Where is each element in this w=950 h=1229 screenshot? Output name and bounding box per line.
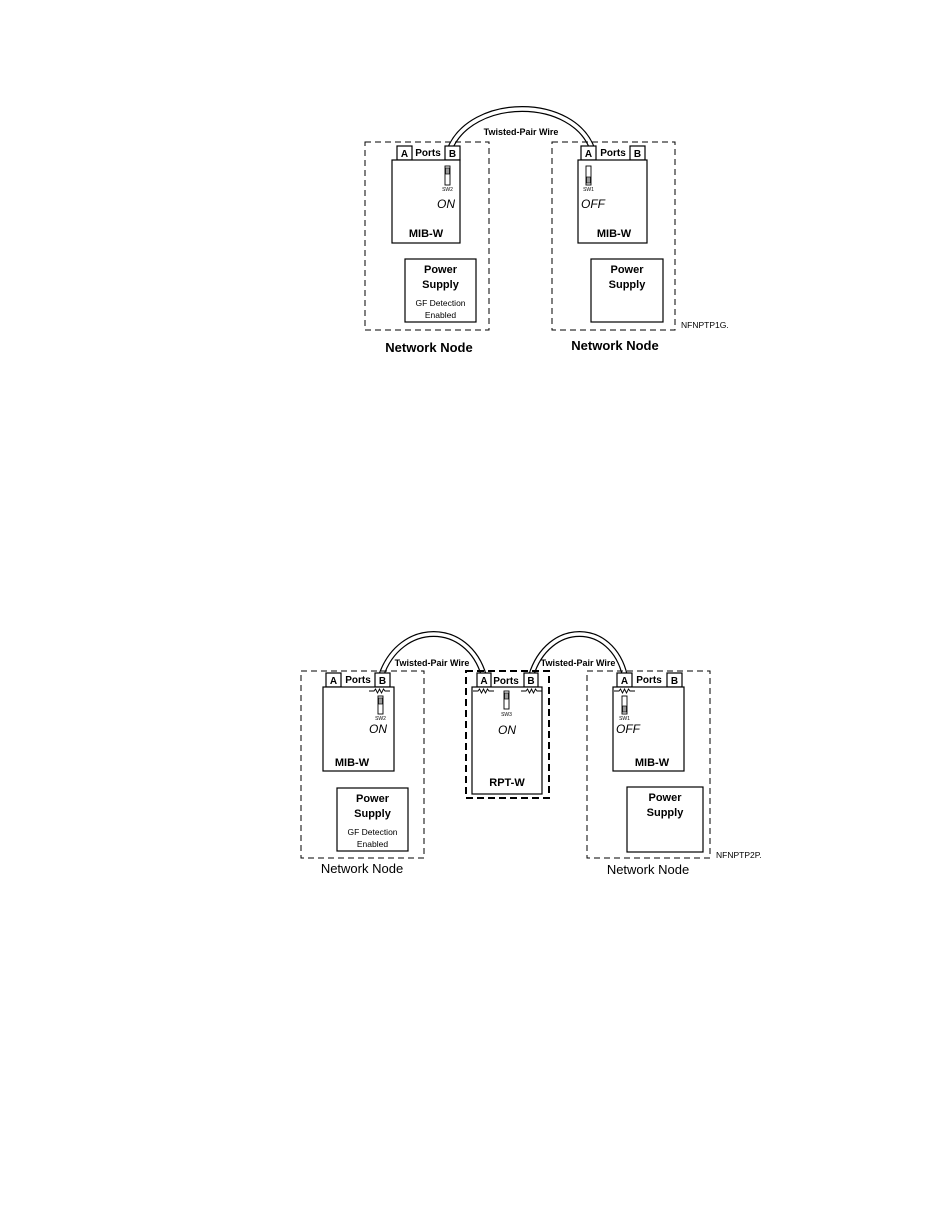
node-boundary [364, 141, 490, 331]
module-label: MIB-W [635, 757, 670, 769]
wire-label: Twisted-Pair Wire [395, 658, 470, 668]
port-a-label: A [401, 149, 408, 160]
power-supply-line1: Power [356, 793, 390, 805]
repeater-node: A Ports B SW3 ON RPT-W [465, 670, 550, 799]
power-supply-line2: Supply [422, 279, 460, 291]
power-supply [626, 786, 704, 853]
switch-id: SW2 [375, 716, 386, 722]
node-label: Network Node [607, 862, 689, 877]
switch-state: ON [369, 722, 387, 736]
node-label: Network Node [385, 340, 472, 355]
resistor-icon [521, 687, 542, 695]
node-boundary [300, 670, 425, 859]
port-a-label: A [585, 149, 592, 160]
resistor-icon [614, 687, 635, 695]
repeater-boundary [465, 670, 550, 799]
switch-id: SW1 [583, 187, 594, 193]
wire-label: Twisted-Pair Wire [484, 127, 559, 137]
gf-detection-line1: GF Detection [415, 298, 465, 308]
figure-code: NFNPTP2P. [716, 850, 762, 860]
node-boundary [551, 141, 676, 331]
node-label: Network Node [321, 861, 403, 876]
twisted-pair-wire-left [378, 631, 487, 678]
gf-detection-line2: Enabled [357, 839, 388, 849]
port-a-label: A [480, 676, 487, 687]
ports-label: Ports [345, 675, 371, 686]
network-node-right: A Ports B SW1 OFF MIB-W Power Supply Net… [551, 141, 676, 353]
gf-detection-line2: Enabled [425, 310, 456, 320]
switch-icon[interactable] [503, 690, 510, 710]
network-node-left: A Ports B SW2 ON MIB-W Power Supply GF D… [300, 670, 425, 876]
power-supply [336, 787, 409, 852]
switch-state: OFF [581, 197, 606, 211]
node-label: Network Node [571, 338, 658, 353]
port-a-label: A [330, 676, 337, 687]
power-supply-line1: Power [648, 792, 682, 804]
ports-label: Ports [415, 148, 441, 159]
switch-id: SW2 [442, 187, 453, 193]
resistor-icon [473, 687, 494, 695]
ports-label: Ports [636, 675, 662, 686]
switch-id: SW3 [501, 712, 512, 718]
diagram-1: Twisted-Pair Wire A Ports B SW2 ON MIB-W… [364, 106, 729, 355]
module-label: MIB-W [335, 757, 370, 769]
network-node-right: A Ports B SW1 OFF MIB-W Power Supply Net… [586, 670, 711, 877]
twisted-pair-wire [446, 106, 596, 153]
diagram-2: Twisted-Pair Wire Twisted-Pair Wire A Po… [300, 631, 762, 877]
power-supply-line2: Supply [609, 279, 647, 291]
switch-state: ON [437, 197, 455, 211]
switch-id: SW1 [619, 716, 630, 722]
port-a-label: A [621, 676, 628, 687]
module-label: MIB-W [597, 228, 632, 240]
power-supply-line2: Supply [354, 808, 392, 820]
module-label: MIB-W [409, 228, 444, 240]
switch-icon[interactable] [585, 165, 592, 186]
gf-detection-line1: GF Detection [347, 827, 397, 837]
power-supply-line2: Supply [647, 807, 685, 819]
network-node-left: A Ports B SW2 ON MIB-W Power Supply GF D… [364, 141, 490, 355]
twisted-pair-wire-right [528, 631, 628, 677]
port-b-label: B [527, 676, 534, 687]
wire-label: Twisted-Pair Wire [541, 658, 616, 668]
power-supply-line1: Power [424, 264, 458, 276]
ports-label: Ports [493, 676, 519, 687]
power-supply-line1: Power [610, 264, 644, 276]
port-b-label: B [379, 676, 386, 687]
power-supply [590, 258, 664, 323]
switch-state: ON [498, 723, 516, 737]
switch-icon[interactable] [377, 695, 384, 715]
node-boundary [586, 670, 711, 859]
resistor-icon [369, 687, 390, 695]
port-b-label: B [449, 149, 456, 160]
switch-state: OFF [616, 722, 641, 736]
power-supply [404, 258, 477, 323]
port-b-label: B [671, 676, 678, 687]
ports-label: Ports [600, 148, 626, 159]
module-label: RPT-W [489, 777, 525, 789]
port-b-label: B [634, 149, 641, 160]
figure-code: NFNPTP1G. [681, 320, 729, 330]
switch-icon[interactable] [621, 695, 628, 715]
switch-icon[interactable] [444, 165, 451, 186]
